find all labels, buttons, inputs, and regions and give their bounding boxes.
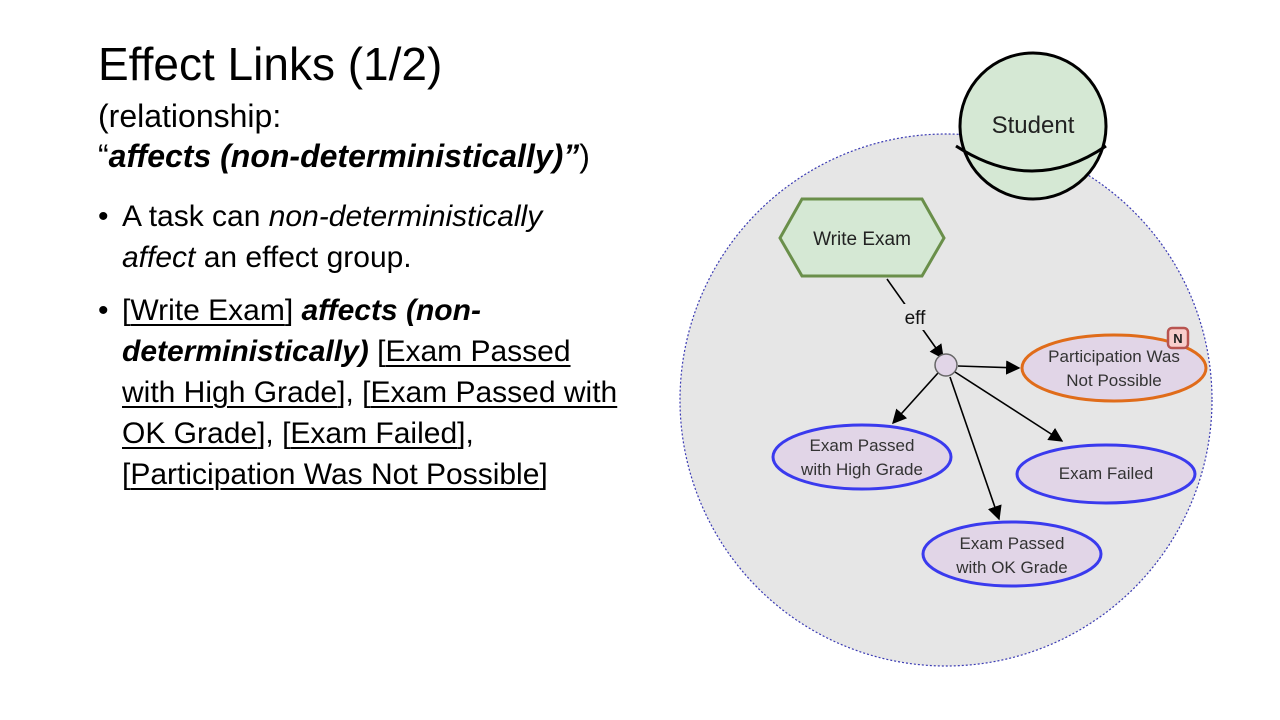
separator: ], [ <box>257 417 291 450</box>
actor-arc <box>955 144 1107 173</box>
link-label-bg <box>898 304 932 330</box>
slide-title: Effect Links (1/2) <box>98 38 443 90</box>
bullet-1: A task can non-deterministically affect … <box>98 196 618 278</box>
subtitle-emphasis: affects (non-deterministically)” <box>108 138 580 174</box>
effect-exam-passed-ok-grade: Exam Passed with OK Grade <box>921 520 1103 588</box>
task-write-exam: Write Exam <box>778 197 946 278</box>
effect-participation-not-possible: Participation Was Not Possible N <box>1020 326 1208 403</box>
effect-label: Exam Failed <box>1059 464 1153 483</box>
bracket: ] <box>284 294 302 327</box>
effect-label-line-2: with OK Grade <box>955 558 1068 577</box>
effect-label-line-1: Exam Passed <box>960 534 1065 553</box>
arrow-to-failed <box>954 371 1064 442</box>
effect-reference-ok: Exam Passed with OK Grade <box>122 376 618 450</box>
bracket: [ <box>368 335 386 368</box>
relationship-name: affects (non-deterministically) <box>122 294 481 368</box>
effect-reference-high: Exam Passed with High Grade <box>122 335 571 409</box>
effect-reference-failed: Exam Failed <box>290 417 458 450</box>
subtitle-line-2: “affects (non-deterministically)”) <box>98 136 590 176</box>
task-reference: Write Exam <box>130 294 285 327</box>
effect-label-line-1: Participation Was <box>1048 347 1180 366</box>
effect-label-line-1: Exam Passed <box>810 436 915 455</box>
arrow-to-participation <box>957 360 1021 375</box>
subtitle-line-1: (relationship: <box>98 98 282 134</box>
separator: ], [ <box>337 376 371 409</box>
actor-label: Student <box>992 112 1075 139</box>
bullet-1-italic: non-deterministically affect <box>122 200 543 274</box>
bullet-1-text-end: an effect group. <box>195 241 412 274</box>
badge-n-label: N <box>1173 331 1182 346</box>
task-label: Write Exam <box>813 229 911 250</box>
actor-student: Student <box>955 51 1108 201</box>
effect-exam-failed: Exam Failed <box>1015 443 1197 505</box>
effect-group-node <box>934 353 958 377</box>
bracket: ] <box>539 458 548 491</box>
actor-circle <box>958 51 1108 201</box>
badge-n <box>1166 326 1190 350</box>
effect-ellipse <box>921 520 1103 588</box>
effect-ellipse <box>1015 443 1197 505</box>
effect-ellipse <box>771 423 953 491</box>
subtitle-open-quote: “ <box>98 138 109 174</box>
bullet-2: [Write Exam] affects (non-deterministica… <box>98 290 618 495</box>
arrow-to-high-grade <box>892 372 939 425</box>
link-label: eff <box>905 308 927 329</box>
separator: ], [ <box>122 417 474 491</box>
bracket: [ <box>122 294 131 327</box>
arrow-to-ok-grade <box>949 376 1002 521</box>
effect-reference-participation: Participation Was Not Possible <box>130 458 540 491</box>
task-hexagon <box>778 197 946 278</box>
slide-subtitle: (relationship: “affects (non-determinist… <box>98 96 590 176</box>
effect-label-line-2: Not Possible <box>1066 371 1161 390</box>
effect-label-line-2: with High Grade <box>800 460 923 479</box>
bullet-1-text: A task can <box>122 200 269 233</box>
bullet-list: A task can non-deterministically affect … <box>98 196 618 507</box>
effect-exam-passed-high-grade: Exam Passed with High Grade <box>771 423 953 491</box>
effect-ellipse <box>1020 333 1208 403</box>
subtitle-close: ) <box>579 138 590 174</box>
